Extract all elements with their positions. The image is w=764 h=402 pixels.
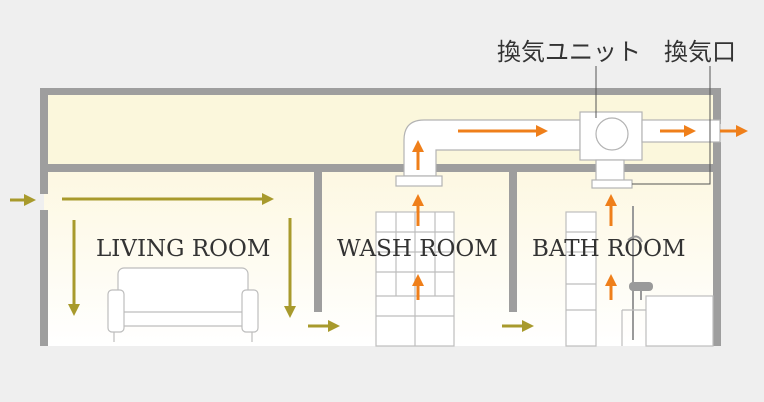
- ventilation-unit-label: 換気ユニット: [497, 38, 641, 66]
- exhaust-port-label: 換気口: [664, 38, 736, 66]
- airflow-exhaust-arrows: [412, 125, 748, 300]
- building-walls: [40, 88, 721, 346]
- sofa-icon: [107, 267, 259, 342]
- bathtub-icon: [621, 295, 714, 347]
- shelf-icon: [565, 211, 597, 347]
- room-label-living: LIVING ROOM: [96, 236, 270, 262]
- airflow-supply-arrows: [10, 193, 534, 332]
- room-label-bath: BATH ROOM: [532, 236, 686, 262]
- duct-system: [395, 111, 721, 189]
- cabinet-icon: [375, 211, 455, 347]
- room-label-wash: WASH ROOM: [337, 236, 498, 262]
- shower-icon: [627, 206, 653, 340]
- fan-unit-icon: [595, 117, 629, 151]
- label-leaders: [595, 66, 711, 185]
